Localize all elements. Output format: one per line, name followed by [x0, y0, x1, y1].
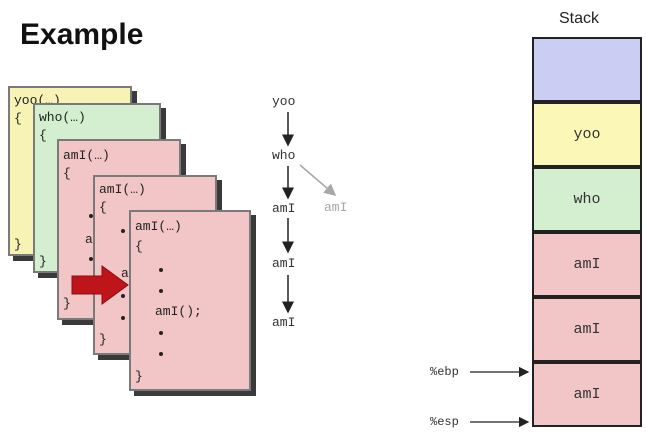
- chain-branch-ami: amI: [324, 200, 348, 215]
- stack-cell-label: who: [573, 191, 601, 208]
- frame-ami-3-dot: [159, 352, 163, 356]
- stack-cell-label: amI: [573, 321, 601, 338]
- frame-ami-2-dot: [121, 316, 125, 320]
- frame-ami-3-brace-close: }: [135, 369, 143, 384]
- chain-node-ami-2: amI: [272, 256, 296, 271]
- stack-cell-label: amI: [573, 386, 601, 403]
- frame-who-brace-close: }: [39, 254, 47, 269]
- chain-node-yoo: yoo: [272, 94, 296, 109]
- frame-ami-3-call: amI();: [155, 304, 202, 319]
- frame-ami-2-dot: [121, 229, 125, 233]
- frame-ami-1-brace-open: {: [63, 166, 71, 181]
- frame-ami-1-header: amI(…): [63, 148, 110, 163]
- frame-ami-2-brace-close: }: [99, 332, 107, 347]
- frame-ami-2-brace-open: {: [99, 200, 107, 215]
- frame-ami-1-dot: [89, 214, 93, 218]
- chain-node-who: who: [272, 148, 296, 163]
- frame-ami-3-brace-open: {: [135, 239, 143, 254]
- frame-who-brace-open: {: [39, 128, 47, 143]
- stack-cell-top: [532, 37, 642, 102]
- frame-ami-3-dot: [159, 289, 163, 293]
- stack-cell-label: amI: [573, 256, 601, 273]
- stack-title: Stack: [559, 10, 600, 27]
- ebp-register-label: %ebp: [430, 365, 459, 379]
- page-title: Example: [20, 18, 144, 51]
- stack-cell-ami-2: amI: [532, 297, 642, 362]
- stack-cell-label: yoo: [573, 126, 601, 143]
- frame-who-header: who(…): [39, 110, 86, 125]
- current-frame-arrow-icon: [71, 265, 129, 305]
- frame-ami-3-dot: [159, 331, 163, 335]
- chain-node-ami-1: amI: [272, 201, 296, 216]
- frame-ami-3-dot: [159, 268, 163, 272]
- frame-ami-1-dot: [89, 257, 93, 261]
- frame-ami-1-brace-close: }: [63, 296, 71, 311]
- chain-branch-arrow: [299, 164, 337, 196]
- frame-ami-1-partial: a: [85, 232, 93, 247]
- frame-ami-3: amI(…) { amI(); }: [129, 210, 251, 391]
- chain-node-ami-3: amI: [272, 315, 296, 330]
- frame-yoo-brace-close: }: [14, 237, 22, 252]
- frame-ami-3-header: amI(…): [135, 219, 182, 234]
- stack-cell-ami-1: amI: [532, 232, 642, 297]
- frame-ami-2-partial: a: [121, 266, 129, 281]
- stack-cell-yoo: yoo: [532, 102, 642, 167]
- esp-register-label: %esp: [430, 415, 459, 429]
- stack-cell-who: who: [532, 167, 642, 232]
- frame-ami-2-header: amI(…): [99, 182, 146, 197]
- stack-cell-ami-3: amI: [532, 362, 642, 427]
- frame-yoo-brace-open: {: [14, 111, 22, 126]
- frame-ami-2-dot: [121, 294, 125, 298]
